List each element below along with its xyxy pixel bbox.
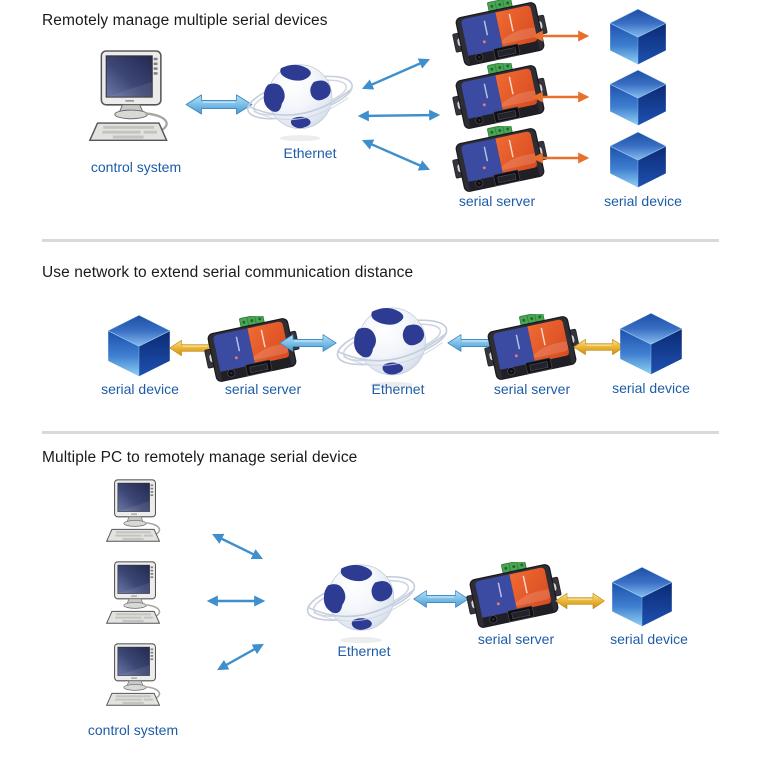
serial-device-label: serial device	[604, 193, 682, 209]
ethernet-label: Ethernet	[371, 381, 425, 397]
ethernet-label: Ethernet	[283, 145, 337, 161]
ethernet-label: Ethernet	[337, 643, 391, 659]
serial-server-icon	[452, 0, 548, 68]
serial-device-cube-icon	[608, 8, 668, 65]
ethernet-globe-icon	[332, 299, 452, 393]
serial-device-label: serial device	[101, 381, 179, 397]
serial-device-label: serial device	[610, 631, 688, 647]
serial-device-cube-icon	[608, 69, 668, 126]
serial-server-label: serial server	[458, 193, 536, 209]
serial-device-label: serial device	[612, 380, 690, 396]
serial-device-cube-icon	[610, 566, 674, 627]
thin-blue-double-arrow	[212, 533, 263, 560]
section-divider	[42, 431, 719, 434]
serial-server-label: serial server	[477, 631, 555, 647]
control-system-label: control system	[87, 722, 179, 738]
section-divider	[42, 239, 719, 242]
serial-server-icon	[452, 63, 548, 131]
section3-title: Multiple PC to remotely manage serial de…	[42, 449, 358, 466]
serial-server-icon	[484, 314, 580, 382]
desktop-computer-icon	[104, 561, 170, 630]
thin-blue-double-arrow	[361, 139, 431, 171]
section2-title: Use network to extend serial communicati…	[42, 264, 414, 281]
serial-server-label: serial server	[224, 381, 302, 397]
blue-double-arrow-icon	[412, 588, 470, 610]
blue-double-arrow-icon	[278, 332, 338, 354]
desktop-computer-icon	[104, 479, 170, 548]
thin-blue-double-arrow	[217, 643, 264, 671]
thin-blue-double-arrow	[361, 58, 431, 90]
serial-device-cube-icon	[618, 312, 684, 375]
serial-device-cube-icon	[106, 314, 172, 377]
ethernet-globe-icon	[243, 56, 357, 146]
thin-blue-double-arrow	[357, 109, 441, 122]
serial-server-label: serial server	[493, 381, 571, 397]
control-system-label: control system	[90, 159, 182, 175]
gold-double-arrow-icon	[554, 591, 606, 611]
section1-title: Remotely manage multiple serial devices	[42, 12, 328, 29]
ethernet-globe-icon	[302, 556, 420, 648]
serial-server-icon	[466, 562, 562, 630]
desktop-computer-icon	[104, 643, 170, 712]
serial-device-cube-icon	[608, 131, 668, 188]
desktop-computer-icon	[86, 50, 182, 150]
serial-server-icon	[452, 126, 548, 194]
